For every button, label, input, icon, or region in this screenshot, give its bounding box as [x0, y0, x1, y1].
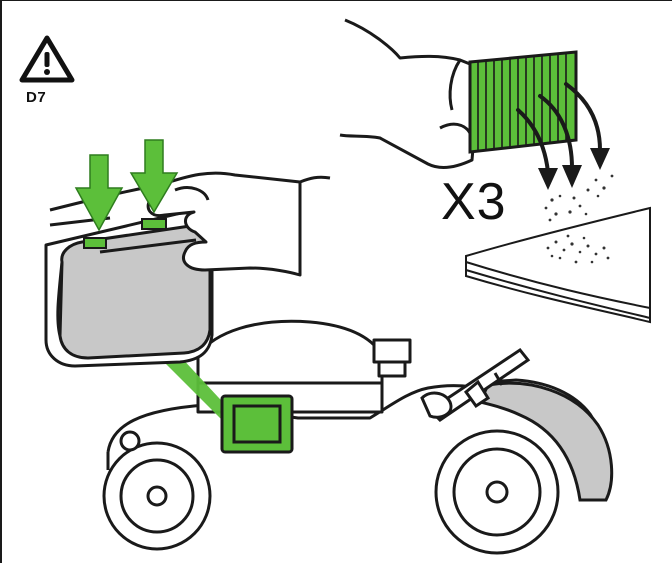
air-filter-location [222, 396, 292, 452]
rear-wheel [436, 431, 558, 553]
tap-arrowheads [538, 148, 610, 190]
warning-code-label: D7 [26, 89, 46, 106]
front-wheel [104, 443, 210, 549]
warning-triangle-icon [22, 38, 72, 80]
air-filter-element [470, 52, 576, 152]
tapping-hand [340, 20, 480, 167]
falling-dust [545, 175, 614, 222]
repeat-count-label: X3 [441, 176, 507, 228]
axle-bolt [121, 432, 139, 450]
filter-cover [46, 212, 212, 366]
